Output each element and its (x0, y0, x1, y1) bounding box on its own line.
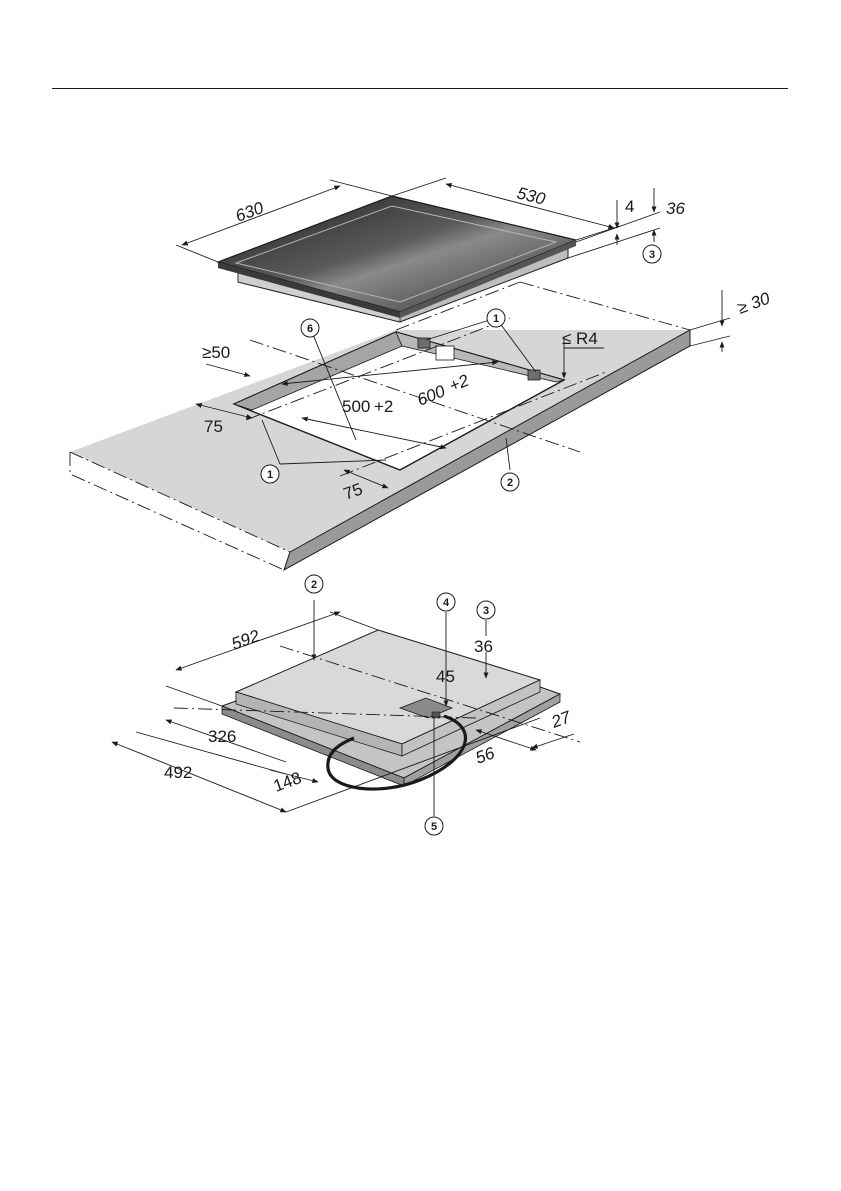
dim-cutout-depth-tol: +2 (374, 397, 393, 416)
callout-1-clips-front: 1 (261, 465, 279, 483)
hob-glass-top (218, 196, 576, 322)
svg-text:1: 1 (267, 469, 273, 481)
callout-2-worktop: 2 (501, 473, 519, 491)
callout-3-hob: 3 (643, 245, 661, 263)
svg-text:5: 5 (431, 821, 437, 833)
dim-unit-width: 592 (229, 626, 263, 654)
dim-connection-height: 45 (436, 667, 455, 686)
callout-2-unit: 2 (305, 575, 323, 593)
svg-text:1: 1 (493, 313, 499, 325)
dim-unit-depth-total: 492 (164, 763, 192, 782)
dim-worktop-thickness: ≥ 30 (735, 288, 773, 317)
dim-unit-height: 36 (474, 637, 493, 656)
dim-hob-height: 36 (666, 199, 685, 218)
svg-text:3: 3 (649, 249, 655, 261)
worktop (70, 282, 690, 570)
callout-1-clips-top: 1 (487, 309, 505, 327)
hob-underside-unit (222, 630, 560, 789)
dim-hob-depth: 530 (515, 183, 548, 208)
dim-cutout-depth: 500 (342, 397, 370, 416)
callout-4: 4 (437, 593, 455, 611)
dim-side-margin-left: 75 (204, 417, 223, 436)
dim-unit-offset: 148 (271, 768, 304, 796)
dim-glass-thickness: 4 (625, 197, 634, 216)
svg-text:3: 3 (483, 605, 489, 617)
dim-connection-offset-b: 27 (548, 707, 574, 732)
svg-text:2: 2 (507, 477, 513, 489)
dim-front-clearance: ≥50 (202, 343, 230, 362)
callout-5: 5 (425, 817, 443, 835)
svg-text:6: 6 (307, 323, 313, 335)
callout-6: 6 (301, 319, 319, 337)
svg-text:2: 2 (311, 579, 317, 591)
dim-hob-width: 630 (233, 198, 267, 226)
dim-corner-radius: ≤ R4 (562, 329, 598, 348)
dim-unit-depth-part: 326 (208, 727, 236, 746)
svg-text:4: 4 (443, 597, 450, 609)
callout-3-unit: 3 (477, 601, 495, 619)
